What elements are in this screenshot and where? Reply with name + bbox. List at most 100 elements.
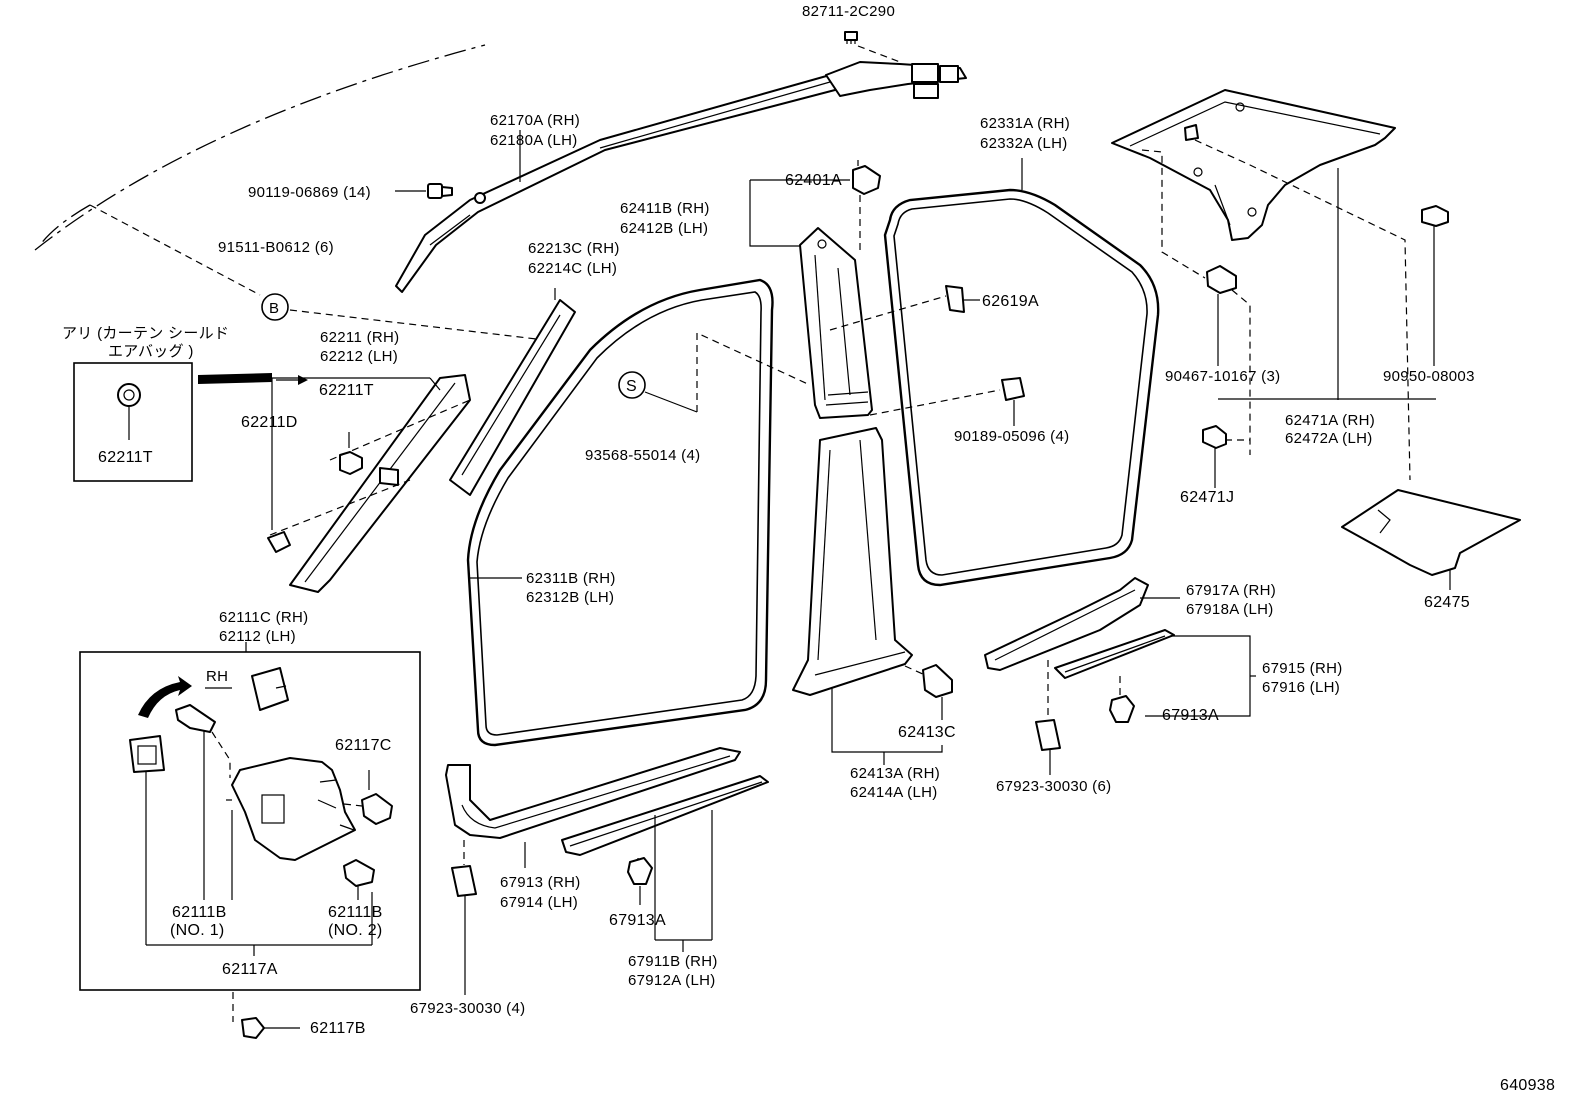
label-62311B: 62311B (RH) [526, 570, 616, 587]
rear-door-weatherstrip [883, 188, 1160, 587]
label-90467: 90467-10167 (3) [1165, 368, 1280, 385]
cowl-side-trim [226, 757, 356, 861]
clip-67923-front [451, 865, 477, 897]
label-jp2: エアバッグ ) [108, 343, 194, 360]
cowl-side-box [79, 651, 421, 991]
clip-62117B [241, 1017, 265, 1039]
label-67912A: 67912A (LH) [628, 972, 716, 989]
label-62471A: 62471A (RH) [1285, 412, 1375, 429]
rh-arrow-icon [138, 676, 192, 718]
clip-62111B-no2 [343, 859, 375, 887]
label-62117C: 62117C [335, 737, 392, 754]
label-no2: (NO. 2) [328, 922, 383, 939]
bracket-62117A [129, 735, 165, 773]
label-jp1: アリ (カーテン シールド [62, 325, 229, 342]
label-62111B-2: 62111B [328, 904, 383, 921]
label-62401A: 62401A [785, 172, 842, 189]
label-ref-s: S [626, 378, 637, 395]
clip-62413C [922, 664, 953, 698]
label-67918A: 67918A (LH) [1186, 601, 1274, 618]
clip-67913A-front [627, 857, 653, 885]
label-67916: 67916 (LH) [1262, 679, 1340, 696]
label-82711: 82711-2C290 [802, 3, 895, 20]
label-62117A: 62117A [222, 961, 278, 978]
ref-b-circle [261, 293, 289, 321]
arrow-icon [198, 373, 272, 384]
clip-62401A [852, 160, 881, 195]
roof-side-inner-garnish [1111, 89, 1396, 241]
center-pillar-lower-garnish [792, 427, 913, 696]
label-62212: 62212 (LH) [320, 348, 398, 365]
label-62331A: 62331A (RH) [980, 115, 1070, 132]
label-no1: (NO. 1) [170, 922, 225, 939]
bolt-82711 [844, 31, 901, 63]
label-62332A: 62332A (LH) [980, 135, 1068, 152]
clip-90950 [1421, 205, 1449, 227]
label-62117B: 62117B [310, 1020, 366, 1037]
label-62170A: 62170A (RH) [490, 112, 580, 129]
label-93568: 93568-55014 (4) [585, 447, 700, 464]
deck-trim-cover [1341, 489, 1521, 576]
label-62211T: 62211T [319, 382, 374, 399]
clip-upper-quarter [1184, 124, 1199, 141]
cowl-cap [251, 667, 289, 711]
label-67917A: 67917A (RH) [1186, 582, 1276, 599]
door-opening-trim-front [449, 288, 576, 496]
label-62112: 62112 (LH) [219, 628, 296, 645]
label-rh: RH [206, 668, 228, 685]
label-62211T-box: 62211T [98, 449, 153, 466]
clip-62619A [945, 285, 980, 313]
label-62411B: 62411B (RH) [620, 200, 710, 217]
clip-62211T [339, 432, 363, 475]
label-62211D: 62211D [241, 414, 298, 431]
label-62111C: 62111C (RH) [219, 609, 308, 626]
label-62211: 62211 (RH) [320, 329, 399, 346]
clip-62211T-box [117, 383, 141, 440]
label-91511: 91511-B0612 (6) [218, 239, 334, 256]
label-90950: 90950-08003 [1383, 368, 1475, 385]
clip-62111B-no1 [175, 704, 216, 733]
clip-67923-rear [1035, 719, 1061, 751]
label-67914: 67914 (LH) [500, 894, 578, 911]
clip-62471J [1202, 425, 1227, 449]
label-62214C: 62214C (LH) [528, 260, 617, 277]
label-67911B: 67911B (RH) [628, 953, 718, 970]
roof-side-rail-airbag [395, 61, 967, 293]
label-67913: 67913 (RH) [500, 874, 581, 891]
label-62312B: 62312B (LH) [526, 589, 614, 606]
label-62412B: 62412B (LH) [620, 220, 708, 237]
front-pillar-garnish [289, 374, 471, 593]
clip-90467 [1206, 265, 1237, 294]
labels: 82711-2C290 62170A (RH) 62180A (LH) 9011… [62, 3, 1555, 1094]
rear-door-scuff-inner [1054, 629, 1175, 679]
bolt-90119 [395, 183, 453, 199]
clip-62211D [267, 531, 291, 553]
clip-62117C [361, 793, 393, 825]
roof-outline [34, 44, 486, 251]
center-pillar-upper-garnish [799, 227, 873, 419]
airbag-box [73, 362, 193, 482]
label-67913A-front: 67913A [609, 912, 666, 929]
label-fig-no: 640938 [1500, 1077, 1555, 1094]
label-90119: 90119-06869 (14) [248, 184, 371, 201]
clip-67913A-rear [1109, 695, 1135, 723]
label-67915: 67915 (RH) [1262, 660, 1343, 677]
label-90189: 90189-05096 (4) [954, 428, 1069, 445]
label-67913A-rear: 67913A [1162, 707, 1219, 724]
ref-s-circle [618, 371, 646, 399]
label-67923-6: 67923-30030 (6) [996, 778, 1111, 795]
label-62413A: 62413A (RH) [850, 765, 940, 782]
front-scuff-plate [445, 747, 741, 839]
label-62414A: 62414A (LH) [850, 784, 938, 801]
rear-scuff-plate [984, 577, 1149, 671]
label-62471J: 62471J [1180, 489, 1234, 506]
front-door-weatherstrip [466, 278, 774, 747]
label-62475: 62475 [1424, 594, 1470, 611]
label-62180A: 62180A (LH) [490, 132, 578, 149]
label-62213C: 62213C (RH) [528, 240, 620, 257]
label-ref-b: B [269, 300, 279, 317]
front-scuff-inner [561, 775, 769, 856]
label-67923-4: 67923-30030 (4) [410, 1000, 525, 1017]
label-62472A: 62472A (LH) [1285, 430, 1373, 447]
